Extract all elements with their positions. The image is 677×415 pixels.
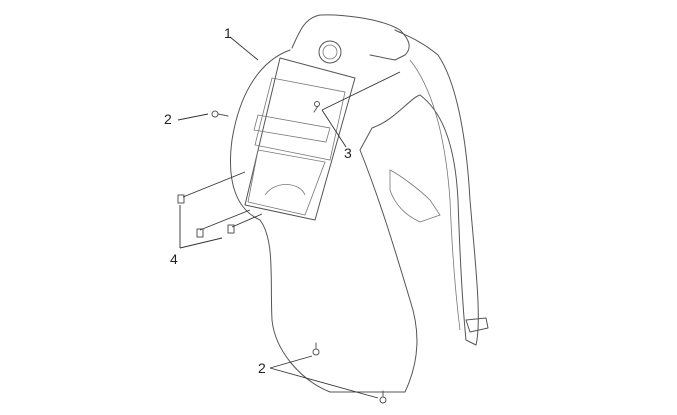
- edge-trim: [409, 59, 461, 331]
- headlight-frame: [244, 57, 356, 221]
- leader-3: [321, 71, 401, 148]
- leader-2a: [177, 113, 209, 121]
- callout-2-lower-screws: 2: [258, 360, 266, 376]
- leader-2b: [269, 355, 379, 399]
- leader-clips: [182, 171, 263, 231]
- screw-icon: [312, 342, 320, 356]
- clip-icon: [177, 194, 185, 204]
- mount-bracket: [465, 317, 489, 333]
- headlight-frame-inner: [254, 77, 346, 161]
- top-rim: [291, 14, 410, 61]
- callout-4: 4: [170, 251, 178, 267]
- screw-icon: [211, 110, 229, 118]
- top-hole-inner: [322, 44, 338, 60]
- clip-icon: [227, 224, 235, 234]
- front-shield-outline: [229, 29, 479, 393]
- callout-1: 1: [224, 25, 232, 41]
- clip-icon: [196, 228, 204, 238]
- headlight-bar: [253, 114, 331, 143]
- screw-icon: [313, 101, 320, 113]
- screw-icon: [379, 390, 387, 404]
- side-panel-detail: [389, 169, 441, 223]
- leader-1: [229, 36, 259, 61]
- lower-cavity: [247, 149, 326, 216]
- callout-3: 3: [344, 145, 352, 161]
- top-hole: [318, 40, 342, 64]
- leader-4: [179, 205, 223, 249]
- callout-2-screw: 2: [164, 111, 172, 127]
